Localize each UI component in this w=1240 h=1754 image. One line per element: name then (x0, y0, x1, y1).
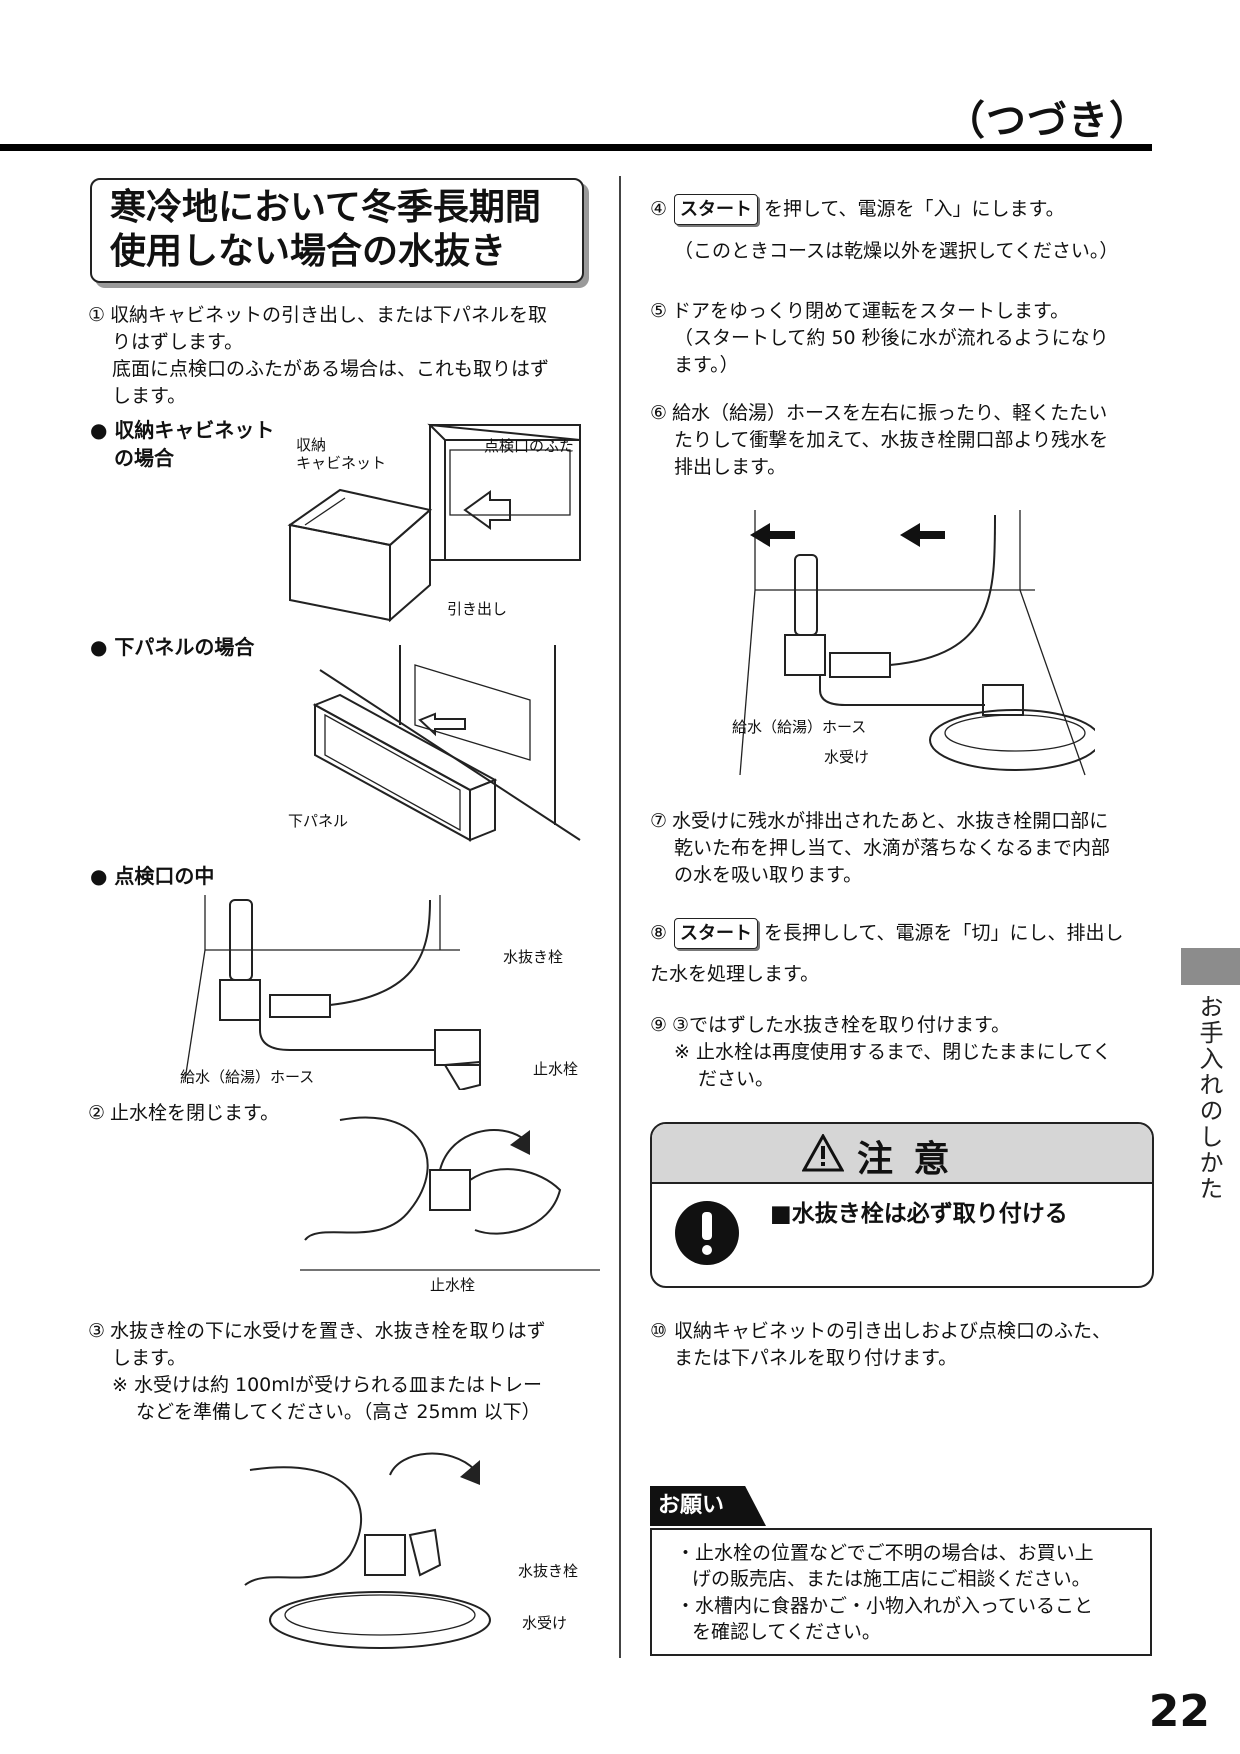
header-rule (0, 144, 1152, 151)
label-lower-panel: 下パネル (288, 812, 349, 830)
warning-triangle-icon (802, 1134, 844, 1172)
request-tag: お願い (650, 1486, 766, 1526)
bullet-inspection-inside: ● 点検口の中 (90, 864, 215, 888)
label-cabinet-1: 収納 (296, 436, 327, 454)
section-title-line2: 使用しない場合の水抜き (110, 231, 507, 272)
cabinet-drawer-illustration (287, 423, 581, 623)
request-item-1-line1: ・止水栓の位置などでご不明の場合は、お買い上 (676, 1542, 1094, 1564)
label-stop-valve-2: 止水栓 (430, 1276, 476, 1294)
label-cabinet-2: キャビネット (296, 454, 387, 472)
remove-drain-plug-illustration (244, 1452, 491, 1649)
lower-panel-illustration (312, 645, 581, 842)
column-divider (619, 176, 621, 1658)
side-tab-text: お手入れのしかた (1195, 994, 1223, 1202)
start-button-symbol: スタート (674, 194, 758, 225)
label-drain-plug: 水抜き栓 (503, 948, 564, 966)
close-stop-valve-illustration (300, 1116, 600, 1271)
section-title-line1: 寒冷地において冬季長期間 (110, 187, 541, 228)
label-water-tray: 水受け (522, 1614, 568, 1632)
label-drawer: 引き出し (447, 600, 508, 618)
label-water-tray-2: 水受け (824, 748, 870, 766)
bullet-cabinet: ● 収納キャビネット の場合 (90, 418, 275, 470)
label-supply-hose: 給水（給湯）ホース (180, 1068, 315, 1086)
label-stop-valve: 止水栓 (533, 1060, 579, 1078)
request-item-2-line2: を確認してください。 (692, 1621, 881, 1643)
shake-hose-illustration (739, 510, 1095, 776)
section-title-box: 寒冷地において冬季長期間 使用しない場合の水抜き (90, 178, 584, 283)
label-inspection-lid: 点検口のふた (484, 437, 575, 455)
bullet-lower-panel: ● 下パネルの場合 (90, 635, 255, 659)
inspection-inside-illustration (184, 895, 481, 1090)
start-button-symbol-2: スタート (674, 918, 758, 949)
label-drain-plug-2: 水抜き栓 (518, 1562, 579, 1580)
request-item-1-line2: げの販売店、または施工店にご相談ください。 (692, 1568, 1091, 1590)
exclamation-icon (675, 1201, 739, 1265)
side-tab (1181, 948, 1240, 985)
label-supply-hose-2: 給水（給湯）ホース (732, 718, 867, 736)
request-item-2-line1: ・水槽内に食器かご・小物入れが入っていること (676, 1595, 1094, 1617)
page-number: 22 (1148, 1686, 1210, 1737)
caution-box: 注 意 ■水抜き栓は必ず取り付ける (650, 1122, 1154, 1288)
caution-text: ■水抜き栓は必ず取り付ける (770, 1201, 1068, 1227)
page-header-title: （つづき） (945, 98, 1150, 144)
request-box: ・止水栓の位置などでご不明の場合は、お買い上 げの販売店、または施工店にご相談く… (650, 1528, 1152, 1656)
caution-title: 注 意 (857, 1139, 954, 1180)
caution-header: 注 意 (652, 1124, 1152, 1184)
